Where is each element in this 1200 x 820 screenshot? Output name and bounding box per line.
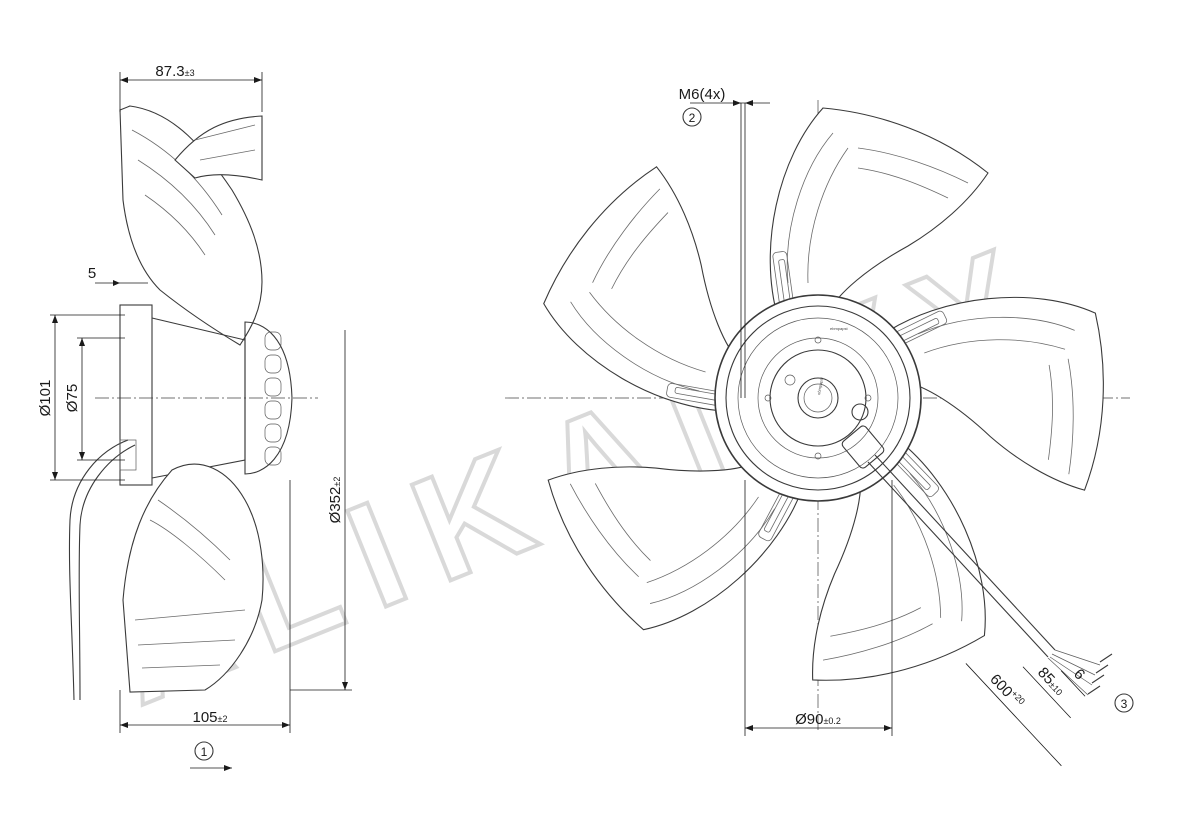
front-hub: ebmpapst ebmpapst <box>714 294 922 502</box>
dim-depth-tol: ±3 <box>185 68 195 78</box>
svg-text:Ø90±0.2: Ø90±0.2 <box>795 711 841 728</box>
side-motor-fins <box>264 331 282 466</box>
dim-d352: Ø352±2 <box>290 330 352 691</box>
dim-d90-value: Ø90 <box>795 711 823 728</box>
dim-cable: 600+20 <box>965 663 1062 767</box>
dim-thread: M6(4x) <box>679 86 770 398</box>
svg-text:Ø352±2: Ø352±2 <box>327 477 344 524</box>
dim-d90: Ø90±0.2 <box>744 480 893 736</box>
dim-depth: 87.3±3 <box>119 63 263 112</box>
dim-gap-value: 5 <box>88 265 96 282</box>
callout-3-label: 3 <box>1121 697 1128 711</box>
side-motor-back <box>244 321 293 475</box>
callout-2: 2 <box>682 107 702 127</box>
dim-d101-value: Ø101 <box>37 380 54 417</box>
side-cable <box>68 439 129 701</box>
svg-text:105±2: 105±2 <box>193 709 228 726</box>
dim-thread-value: M6(4x) <box>679 86 726 103</box>
hub-bolt <box>851 403 869 421</box>
dim-d90-tol: ±0.2 <box>823 716 840 726</box>
dim-depth-value: 87.3 <box>155 63 184 80</box>
dim-d75-value: Ø75 <box>64 384 81 412</box>
dim-d75: Ø75 <box>64 337 125 461</box>
side-cable-gland <box>119 439 137 471</box>
side-rotor-ring <box>119 304 153 486</box>
callout-2-label: 2 <box>689 111 696 125</box>
front-cable <box>841 425 1113 696</box>
svg-text:600+20: 600+20 <box>986 670 1027 712</box>
svg-text:ebmpapst: ebmpapst <box>830 326 848 331</box>
svg-text:87.3±3: 87.3±3 <box>155 63 194 80</box>
dim-d352-value: Ø352 <box>327 487 344 524</box>
svg-text:85±10: 85±10 <box>1034 664 1068 699</box>
dim-width-value: 105 <box>193 709 218 726</box>
dim-gap: 5 <box>88 265 148 286</box>
dim-d101: Ø101 <box>37 314 125 481</box>
dim-width-tol: ±2 <box>218 714 228 724</box>
callout-1: 1 <box>190 741 232 771</box>
callout-1-label: 1 <box>201 745 208 759</box>
front-cable-gland <box>841 425 885 469</box>
callout-3: 3 <box>1114 693 1134 713</box>
front-view: ebmpapst ebmpapst M6(4x) 2 <box>505 86 1147 767</box>
side-blade-lower <box>122 463 264 693</box>
dim-width: 105±2 <box>119 480 291 733</box>
side-view: 87.3±3 5 Ø101 Ø75 Ø352±2 <box>37 63 352 771</box>
dim-d352-tol: ±2 <box>332 477 342 487</box>
side-blade-rear-upper <box>174 115 263 181</box>
svg-text:ebmpapst: ebmpapst <box>816 376 824 395</box>
